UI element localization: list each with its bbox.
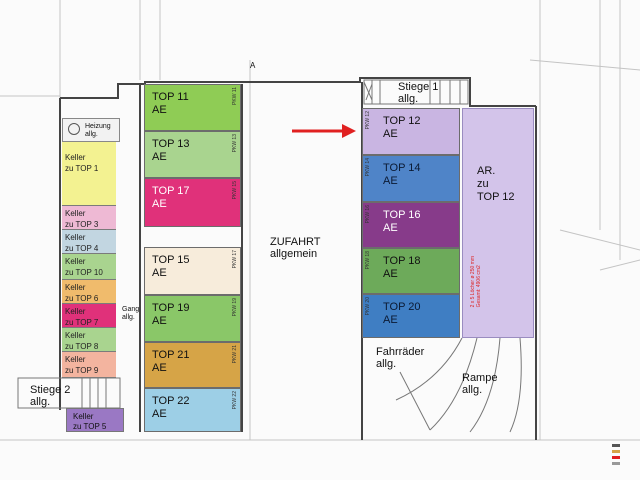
ventilation-note: 2 x 5 Löcher ø 250 mm Gesamt: 4906 cm2 xyxy=(470,256,482,308)
ar-room-top-12: AR. zu TOP 12 xyxy=(462,108,534,338)
keller-top-7: Keller zu TOP 7 xyxy=(62,304,116,328)
gang-label: Gang allg. xyxy=(122,306,140,321)
axis-mark: A xyxy=(250,61,256,70)
keller-top-6: Keller zu TOP 6 xyxy=(62,280,116,304)
keller-top-9: Keller zu TOP 9 xyxy=(62,352,116,378)
keller-top-8: Keller zu TOP 8 xyxy=(62,328,116,352)
red-arrow-icon xyxy=(292,124,356,138)
heizung-label: Heizung allg. xyxy=(85,123,111,138)
keller-top-1: Keller zu TOP 1 xyxy=(62,142,116,206)
rampe-label: Rampe allg. xyxy=(462,372,498,396)
keller-top-4: Keller zu TOP 4 xyxy=(62,230,116,254)
fahrraeder-label: Fahrräder allg. xyxy=(376,346,425,370)
heizung-room: Heizung allg. xyxy=(62,118,120,142)
zufahrt-label: ZUFAHRT allgemein xyxy=(270,236,321,260)
keller-top-10: Keller zu TOP 10 xyxy=(62,254,116,280)
heater-icon xyxy=(68,123,80,135)
stiege-1-label: Stiege 1 allg. xyxy=(398,81,439,105)
keller-top-5: Keller zu TOP 5 xyxy=(66,408,124,432)
keller-top-3: Keller zu TOP 3 xyxy=(62,206,116,230)
stiege-2-label: Stiege 2 allg. xyxy=(30,384,71,408)
keller-column: Keller zu TOP 1 Keller zu TOP 3 Keller z… xyxy=(62,142,120,382)
